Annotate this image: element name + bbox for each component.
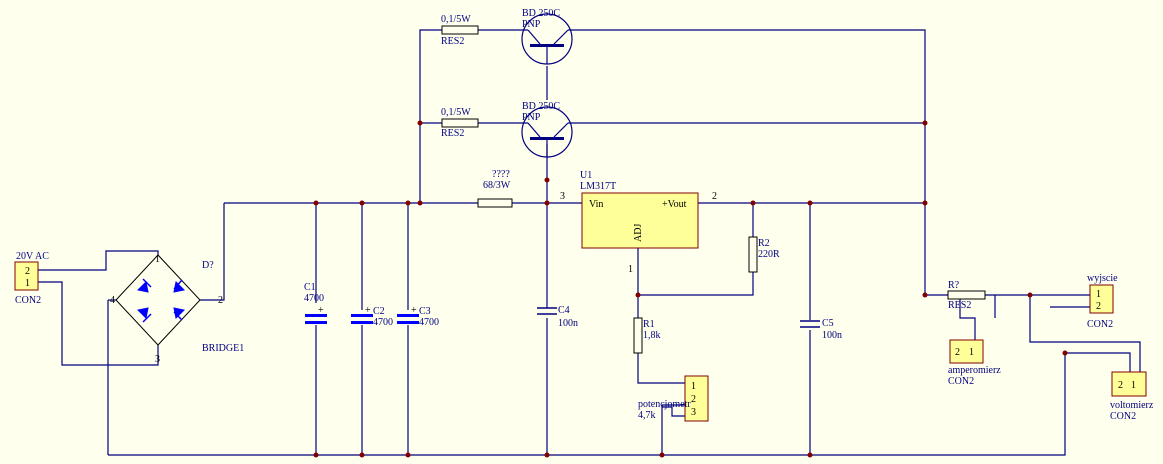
svg-text:2: 2: [25, 266, 30, 277]
svg-text:Vin: Vin: [589, 199, 603, 210]
svg-text:RES2: RES2: [948, 300, 971, 311]
bridge-name: BRIDGE1: [202, 343, 244, 354]
svg-text:1: 1: [969, 347, 974, 358]
svg-text:+: +: [365, 305, 371, 316]
svg-text:C5: C5: [822, 318, 834, 329]
svg-text:4700: 4700: [304, 293, 324, 304]
svg-text:100n: 100n: [822, 330, 842, 341]
junctions: [313, 120, 1068, 458]
potentiometer[interactable]: 1 2 3 potencjometr 4,7k: [638, 375, 709, 422]
svg-text:2: 2: [691, 394, 696, 405]
svg-text:PNP: PNP: [522, 112, 541, 123]
svg-text:wyjscie: wyjscie: [1087, 273, 1118, 284]
svg-text:R2: R2: [758, 238, 770, 249]
svg-text:2: 2: [1118, 380, 1123, 391]
input-voltage-label: 20V AC: [16, 251, 49, 262]
svg-text:1,8k: 1,8k: [643, 330, 661, 341]
svg-text:3: 3: [155, 354, 160, 365]
svg-text:RES2: RES2: [441, 36, 464, 47]
capacitor-c4[interactable]: C4 100n: [537, 305, 578, 329]
svg-text:4,7k: 4,7k: [638, 410, 656, 421]
svg-text:1: 1: [25, 278, 30, 289]
shunt-resistor[interactable]: R? RES2: [947, 280, 986, 311]
regulator-part: LM317T: [580, 181, 616, 192]
svg-text:????: ????: [492, 169, 510, 180]
capacitor-c1[interactable]: + C1 4700: [304, 282, 327, 324]
svg-text:100n: 100n: [558, 318, 578, 329]
svg-text:1: 1: [691, 381, 696, 392]
svg-text:CON2: CON2: [1110, 411, 1136, 422]
svg-text:4: 4: [110, 295, 115, 306]
svg-text:CON2: CON2: [1087, 319, 1113, 330]
svg-text:R1: R1: [643, 319, 655, 330]
svg-text:68/3W: 68/3W: [483, 180, 511, 191]
bridge-designator: D?: [202, 260, 214, 271]
input-connector-type: CON2: [15, 295, 41, 306]
svg-text:+: +: [411, 305, 417, 316]
resistor-r1[interactable]: R1 1,8k: [633, 317, 661, 354]
svg-text:C4: C4: [558, 305, 570, 316]
svg-text:1: 1: [1096, 289, 1101, 300]
regulator-lm317[interactable]: U1 LM317T Vin +Vout ADJ 3 2 1: [560, 170, 717, 275]
svg-text:R?: R?: [948, 280, 960, 291]
output-connector[interactable]: 1 2 wyjscie CON2: [1087, 273, 1118, 330]
resistor-r2[interactable]: R2 220R: [748, 236, 780, 273]
svg-text:220R: 220R: [758, 249, 780, 260]
capacitor-c2[interactable]: + C2 4700: [351, 305, 393, 328]
svg-text:3: 3: [691, 407, 696, 418]
svg-text:PNP: PNP: [522, 19, 541, 30]
svg-text:2: 2: [712, 191, 717, 202]
svg-text:ADJ: ADJ: [633, 224, 644, 242]
voltmeter-connector[interactable]: 2 1 voltomierz CON2: [1110, 371, 1154, 422]
svg-text:CON2: CON2: [948, 376, 974, 387]
svg-text:voltomierz: voltomierz: [1110, 400, 1154, 411]
svg-text:+Vout: +Vout: [662, 199, 687, 210]
input-connector[interactable]: 2 1 20V AC CON2: [14, 251, 49, 306]
svg-text:amperomierz: amperomierz: [948, 365, 1001, 376]
svg-text:C3: C3: [419, 306, 431, 317]
bridge-rectifier[interactable]: 1 2 3 4 D? BRIDGE1: [108, 254, 244, 365]
svg-text:3: 3: [560, 191, 565, 202]
svg-text:1: 1: [155, 254, 160, 265]
svg-text:2: 2: [1096, 301, 1101, 312]
svg-text:C1: C1: [304, 282, 316, 293]
svg-text:BD 250C: BD 250C: [522, 101, 560, 112]
svg-text:RES2: RES2: [441, 128, 464, 139]
series-resistor[interactable]: ???? 68/3W: [477, 169, 513, 208]
regulator-designator: U1: [580, 170, 592, 181]
transistor-q2[interactable]: 0,1/5W RES2 BD 250C PNP: [441, 101, 573, 158]
svg-text:4700: 4700: [373, 317, 393, 328]
svg-text:potencjometr: potencjometr: [638, 399, 691, 410]
svg-text:1: 1: [628, 264, 633, 275]
svg-text:BD 250C: BD 250C: [522, 8, 560, 19]
svg-text:C2: C2: [373, 306, 385, 317]
svg-text:0,1/5W: 0,1/5W: [441, 107, 471, 118]
svg-text:1: 1: [1131, 380, 1136, 391]
capacitor-c5[interactable]: C5 100n: [800, 318, 842, 341]
svg-text:0,1/5W: 0,1/5W: [441, 14, 471, 25]
svg-text:+: +: [318, 305, 324, 316]
capacitor-c3[interactable]: + C3 4700: [397, 305, 439, 328]
svg-text:2: 2: [218, 295, 223, 306]
svg-text:4700: 4700: [419, 317, 439, 328]
ammeter-connector[interactable]: 2 1 amperomierz CON2: [948, 339, 1001, 387]
transistor-q1[interactable]: 0,1/5W RES2 BD 250C PNP: [441, 8, 573, 65]
svg-text:2: 2: [955, 347, 960, 358]
